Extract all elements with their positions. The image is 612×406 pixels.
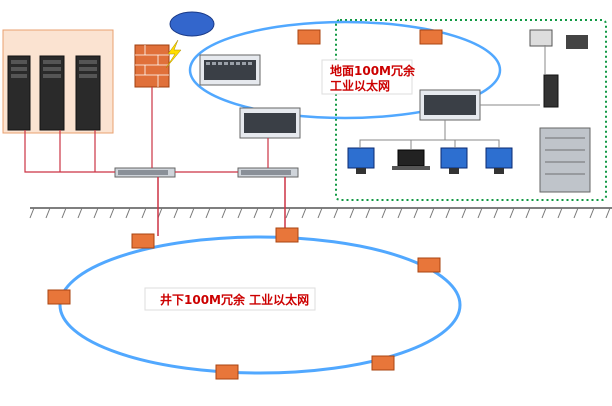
surface-workstations-frame xyxy=(335,19,607,201)
underground-switch-5 xyxy=(371,355,395,371)
underground-switch-top-2 xyxy=(419,29,443,45)
underground-ring-title: 井下100M冗余 工业以太网 xyxy=(160,292,309,307)
firewall xyxy=(134,44,170,88)
surface-ring-title-line1: 地面100M冗余 xyxy=(330,63,416,78)
surface-ring-title-line2: 工业以太网 xyxy=(330,78,390,93)
cloud-icon xyxy=(169,11,215,37)
ground-line xyxy=(29,207,612,219)
workstation-links xyxy=(359,45,546,150)
underground-switch-icon xyxy=(419,29,443,45)
underground-switch-icon xyxy=(215,364,239,380)
workstation-1 xyxy=(347,147,375,174)
surface-switch-1 xyxy=(199,54,261,86)
cabinet-icon xyxy=(539,127,591,193)
core-uplinks xyxy=(24,87,269,173)
laptop-icon xyxy=(397,149,425,167)
underground-switch-1 xyxy=(131,233,155,249)
underground-switch-3 xyxy=(417,257,441,273)
underground-switch-6 xyxy=(215,364,239,380)
underground-switch-icon xyxy=(297,29,321,45)
underground-switch-icon xyxy=(131,233,155,249)
workstation-icon xyxy=(440,147,468,169)
server-2 xyxy=(39,55,65,131)
underground-ring xyxy=(58,235,462,375)
surface-switch-3 xyxy=(419,89,481,121)
backup-core-switch xyxy=(237,167,299,178)
main-core-switch xyxy=(114,167,176,178)
underground-switch-icon xyxy=(417,257,441,273)
lightning-icon xyxy=(165,39,182,69)
workstation-icon xyxy=(485,147,513,169)
surface-ring xyxy=(188,20,502,120)
plc-cabinet xyxy=(539,127,591,193)
laptop xyxy=(392,149,430,170)
workstation-icon xyxy=(347,147,375,169)
underground-switch-2 xyxy=(275,227,299,243)
workstation-2 xyxy=(440,147,468,174)
workstation-3 xyxy=(485,147,513,174)
firewall-icon xyxy=(134,44,170,88)
underground-ring-title-box xyxy=(144,287,316,311)
server-3 xyxy=(75,55,101,131)
underground-switch-icon xyxy=(47,289,71,305)
printer xyxy=(529,29,588,49)
underground-switch-icon xyxy=(371,355,395,371)
surface-ring-title-box xyxy=(321,59,413,95)
server-1 xyxy=(7,55,31,131)
underground-switch-4 xyxy=(47,289,71,305)
workstation-tower xyxy=(543,74,559,108)
underground-switch-icon xyxy=(275,227,299,243)
underground-switch-top-1 xyxy=(297,29,321,45)
surface-switch-2 xyxy=(239,107,301,139)
printer-icon xyxy=(529,29,553,47)
